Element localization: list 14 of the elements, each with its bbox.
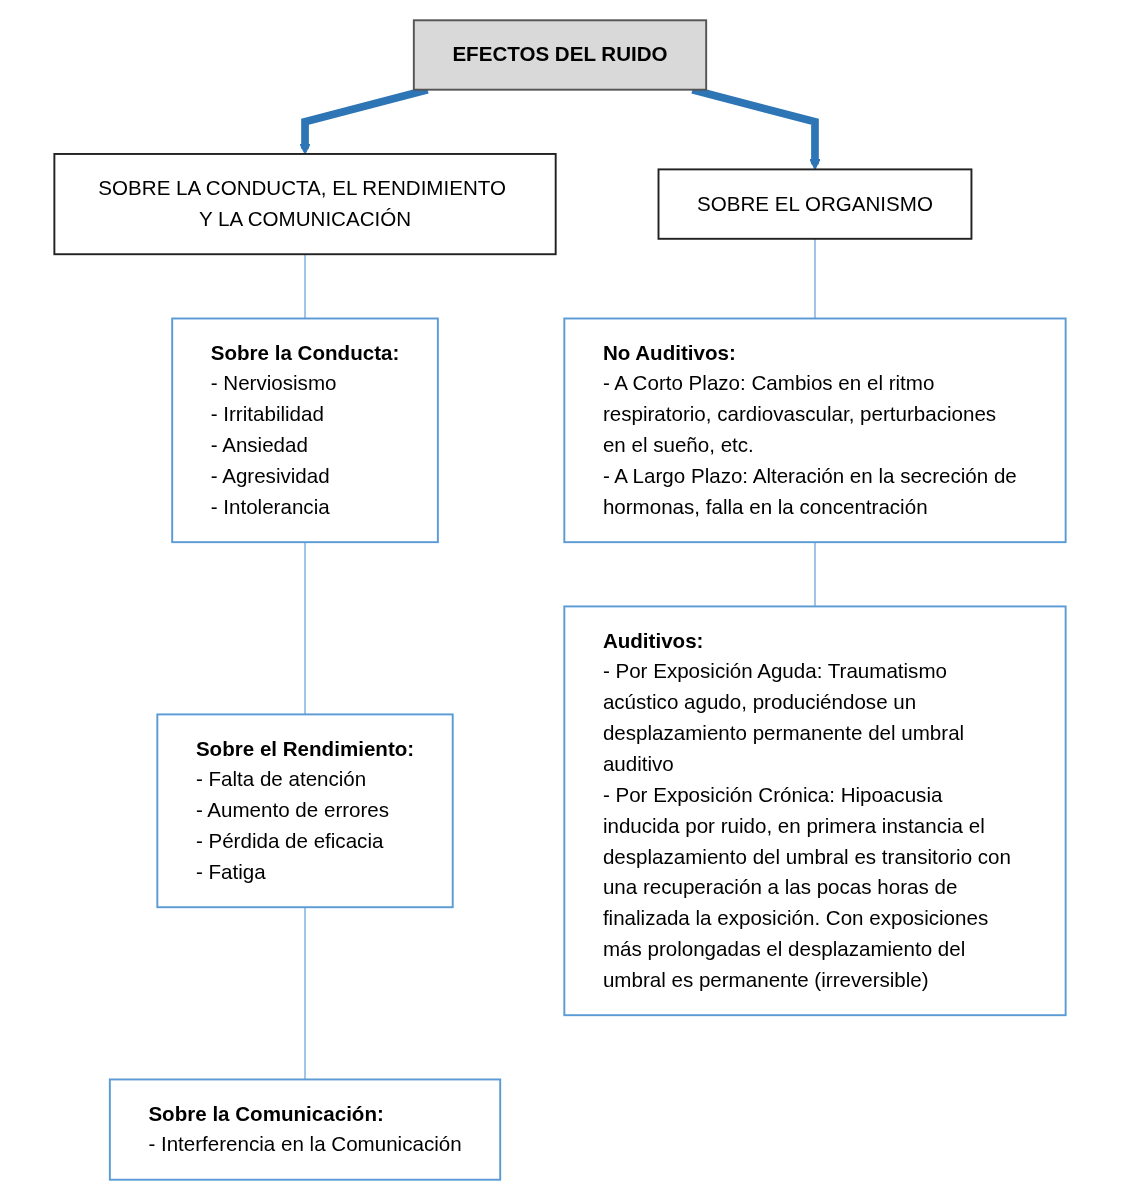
node-box	[108, 1078, 502, 1181]
connector	[814, 541, 816, 608]
node-box	[171, 317, 439, 544]
node-box	[412, 19, 708, 91]
diagram: EFECTOS DEL RUIDO SOBRE LA CONDUCTA, EL RENDIMIENTO Y LA COMUNICACIÓN SOBRE EL ORGANISMO Sobre la Conducta: - Nerviosismo - Irritabilidad - Ansiedad - Agresividad - Intolerancia Sobre el Rendimiento: - Falta de atención - Aumento de errores - Pérdida de eficacia - Fatiga Sobre la Comunicación: - Interferencia en la Comunicación No Auditivos: - A Corto Plazo: Cambios en el ritmo respiratorio, cardiovascular, perturbaciones en el sueño, etc. - A Largo Plazo: Alteración en la secreción de hormonas, falla en la concentración Auditivos: - Por Exposición Aguda: Traumatismo acústico agudo, produciéndose un desplazamiento permanente del umbral auditivo - Por Exposición Crónica: Hipoacusia inducida por ruido, en primera instancia el desplazamiento del umbral es transitorio con una recuperación a las pocas horas de finalizada la exposición. Con exposiciones más prolongadas el desplazamiento del umbral es permanente (irreversible)	[10, 10, 1110, 1190]
node-box	[156, 713, 454, 909]
node-box	[53, 153, 557, 256]
connector	[304, 906, 306, 1081]
node-box	[563, 605, 1067, 1017]
connector	[304, 253, 306, 320]
node-box	[657, 168, 973, 240]
connector	[304, 541, 306, 716]
node-box	[563, 317, 1067, 544]
connector	[814, 237, 816, 320]
